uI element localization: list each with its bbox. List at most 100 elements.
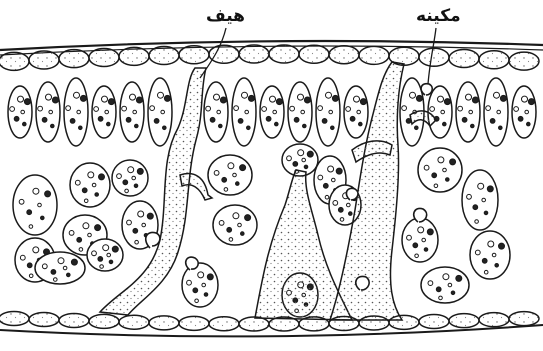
upper-epidermis-cell	[329, 46, 359, 64]
chloroplast	[109, 260, 113, 264]
chloroplast	[262, 107, 267, 112]
lower-epidermis-cell	[149, 316, 179, 330]
upper-epidermis-cell	[0, 52, 29, 70]
chloroplast	[150, 106, 155, 111]
chloroplast	[49, 110, 53, 114]
chloroplast	[41, 216, 45, 220]
chloroplast	[488, 241, 494, 247]
chloroplast	[499, 126, 503, 130]
upper-epidermis-cell	[59, 50, 89, 68]
chloroplast	[438, 96, 444, 102]
chloroplast	[518, 116, 523, 121]
chloroplast	[270, 96, 276, 102]
chloroplast	[331, 126, 335, 130]
chloroplast	[402, 106, 407, 111]
chloroplast	[29, 274, 33, 278]
chloroplast	[422, 238, 426, 242]
palisade-cell	[428, 86, 452, 138]
lower-epidermis-cell	[179, 316, 209, 330]
palisade-cell	[232, 78, 256, 146]
palisade-cell	[92, 86, 116, 138]
chloroplast	[333, 201, 338, 206]
chloroplast	[98, 116, 103, 121]
palisade-cell	[484, 78, 508, 146]
chloroplast	[125, 189, 129, 193]
chloroplast	[522, 96, 528, 102]
spongy-cell	[470, 231, 510, 279]
chloroplast	[294, 117, 299, 122]
chloroplast	[293, 162, 298, 167]
chloroplast	[18, 96, 24, 102]
chloroplast	[214, 171, 219, 176]
chloroplast	[418, 227, 424, 233]
chloroplast	[210, 117, 215, 122]
chloroplast	[98, 257, 103, 262]
chloroplast	[528, 99, 534, 105]
lower-epidermis-cell	[0, 311, 29, 325]
chloroplast	[75, 180, 80, 185]
chloroplast	[332, 95, 338, 101]
chloroplast	[432, 173, 437, 178]
chloroplast	[227, 227, 232, 232]
chloroplast	[462, 117, 467, 122]
lower-epidermis-cell	[329, 316, 359, 330]
chloroplast	[238, 119, 243, 124]
chloroplast	[107, 253, 111, 257]
chloroplast	[475, 220, 479, 224]
chloroplast	[214, 94, 220, 100]
chloroplast	[164, 95, 170, 101]
chloroplast	[132, 176, 136, 180]
chloroplast	[332, 178, 336, 182]
chloroplast	[486, 106, 491, 111]
chloroplast	[74, 92, 80, 98]
lower-epidermis-cell	[299, 317, 329, 331]
chloroplast	[70, 119, 75, 124]
chloroplast	[428, 281, 433, 286]
chloroplast	[126, 117, 131, 122]
palisade-cell	[8, 86, 32, 138]
chloroplast	[123, 180, 128, 185]
spongy-cell	[462, 170, 498, 230]
palisade-cell	[204, 82, 228, 142]
chloroplast	[84, 199, 88, 203]
chloroplast	[472, 97, 478, 103]
chloroplast	[438, 157, 444, 163]
chloroplast	[105, 110, 109, 114]
upper-epidermis-cell	[89, 48, 119, 66]
chloroplast	[71, 259, 77, 265]
upper-epidermis-cell	[479, 51, 509, 69]
chloroplast	[451, 291, 455, 295]
chloroplast	[79, 248, 83, 252]
chloroplast	[456, 275, 462, 281]
lower-epidermis-cell	[209, 317, 239, 331]
chloroplast	[228, 163, 234, 169]
chloroplast	[469, 110, 473, 114]
chloroplast	[478, 183, 484, 189]
haustorium-5	[421, 84, 432, 95]
upper-epidermis-cell	[299, 45, 329, 63]
chloroplast	[434, 184, 438, 188]
chloroplast	[82, 188, 87, 193]
upper-epidermis-cell	[239, 45, 269, 63]
upper-epidermis	[0, 45, 539, 70]
chloroplast	[443, 274, 449, 280]
chloroplast	[448, 283, 452, 287]
haustorium-4	[414, 208, 427, 222]
chloroplast	[102, 96, 108, 102]
upper-epidermis-cell	[179, 46, 209, 64]
spongy-cell	[208, 155, 252, 195]
chloroplast	[19, 199, 24, 204]
chloroplast	[497, 110, 501, 114]
chloroplast	[135, 240, 139, 244]
chloroplast	[349, 212, 353, 216]
chloroplast	[95, 193, 99, 197]
chloroplast	[137, 168, 143, 174]
chloroplast	[245, 215, 251, 221]
chloroplast	[198, 272, 204, 278]
upper-epidermis-cell	[269, 45, 299, 63]
upper-epidermis-cell	[119, 47, 149, 65]
chloroplast	[206, 106, 211, 111]
chloroplast	[490, 119, 495, 124]
lower-epidermis-cell	[59, 313, 89, 327]
